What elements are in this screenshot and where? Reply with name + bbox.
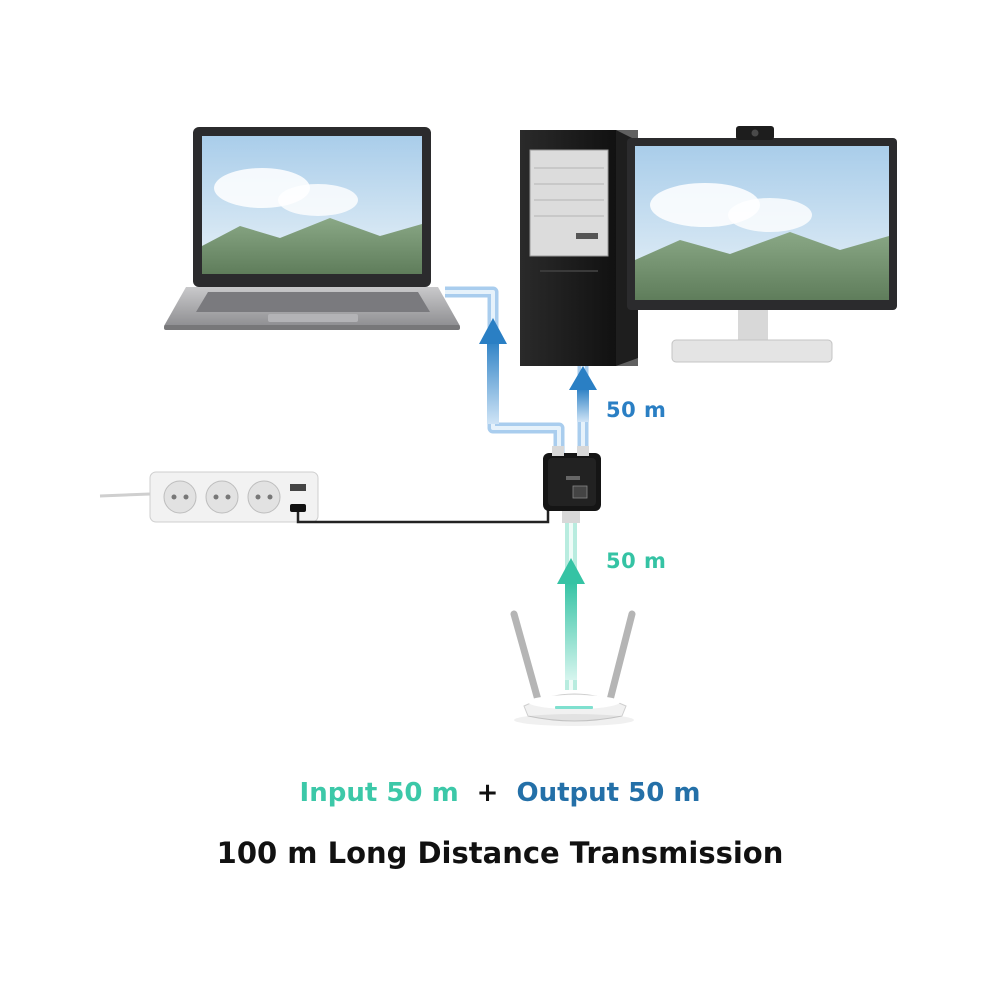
summary-line: Input 50 m + Output 50 m — [0, 778, 1000, 808]
output-distance-label: 50 m — [606, 398, 667, 422]
output-arrows — [479, 318, 597, 424]
power-strip — [99, 471, 550, 524]
monitor — [627, 126, 897, 363]
input-distance-label: 50 m — [606, 549, 667, 573]
summary-plus: + — [476, 778, 499, 808]
splitter-box — [543, 446, 601, 523]
input-cable — [557, 523, 585, 690]
floor-shadow — [514, 714, 634, 726]
pc-tower — [520, 130, 638, 366]
laptop — [164, 127, 460, 330]
router — [510, 610, 636, 722]
caption: 100 m Long Distance Transmission — [216, 836, 784, 870]
input-arrow — [557, 558, 585, 584]
summary-output: Output 50 m — [516, 778, 701, 808]
summary-input: Input 50 m — [299, 778, 459, 808]
